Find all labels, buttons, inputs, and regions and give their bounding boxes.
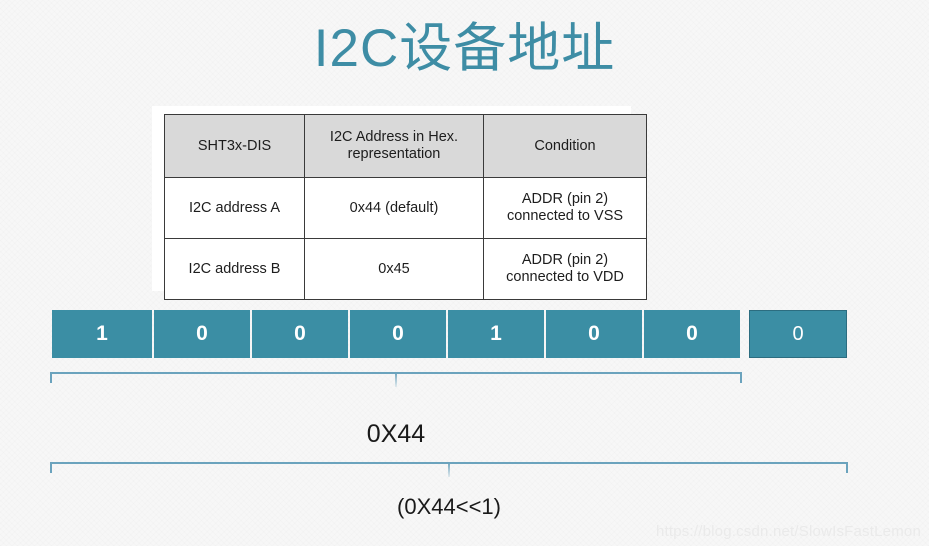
cell-address-name-b: I2C address B <box>164 238 305 300</box>
watermark-url: https://blog.csdn.net/SlowIsFastLemon <box>655 523 921 540</box>
bit-box-5: 0 <box>252 310 348 358</box>
bit-box-2: 0 <box>546 310 642 358</box>
bit-box-6: 0 <box>154 310 250 358</box>
bit-box-7: 1 <box>52 310 152 358</box>
condition-line-2: connected to VSS <box>506 208 624 224</box>
bit-box-3: 1 <box>448 310 544 358</box>
condition-line-2: connected to VDD <box>506 269 624 285</box>
bit-box-1: 0 <box>644 310 740 358</box>
page-title: I2C设备地址 <box>313 19 616 78</box>
brace-label-address: 0X44 <box>366 420 426 448</box>
cell-condition-a: ADDR (pin 2) connected to VSS <box>483 177 647 239</box>
table-row: I2C address A 0x44 (default) ADDR (pin 2… <box>164 177 647 239</box>
table-row: I2C address B 0x45 ADDR (pin 2) connecte… <box>164 238 647 300</box>
table-header-condition: Condition <box>483 114 647 178</box>
brace-label-shifted: (0X44<<1) <box>397 494 501 519</box>
bit-box-4: 0 <box>350 310 446 358</box>
cell-address-name-a: I2C address A <box>164 177 305 239</box>
address-table-container: SHT3x-DIS I2C Address in Hex. representa… <box>152 106 647 300</box>
cell-address-hex-b: 0x45 <box>304 238 484 300</box>
brace-tick-center <box>395 372 397 387</box>
bit-box-read-write: 0 <box>749 310 847 358</box>
brace-tick-center <box>448 462 450 477</box>
brace-address-shifted <box>50 462 848 482</box>
condition-line-1: ADDR (pin 2) <box>521 191 609 207</box>
cell-condition-b: ADDR (pin 2) connected to VDD <box>483 238 647 300</box>
i2c-address-table: SHT3x-DIS I2C Address in Hex. representa… <box>164 114 647 300</box>
table-header-device: SHT3x-DIS <box>164 114 305 178</box>
table-header-row: SHT3x-DIS I2C Address in Hex. representa… <box>164 114 647 178</box>
cell-address-hex-a: 0x44 (default) <box>304 177 484 239</box>
brace-address-7bit <box>50 372 742 392</box>
table-header-hex: I2C Address in Hex. representation <box>304 114 484 178</box>
brace-tick-left <box>50 462 52 473</box>
condition-line-1: ADDR (pin 2) <box>521 252 609 268</box>
brace-tick-right <box>740 372 742 383</box>
brace-tick-left <box>50 372 52 383</box>
brace-tick-right <box>846 462 848 473</box>
